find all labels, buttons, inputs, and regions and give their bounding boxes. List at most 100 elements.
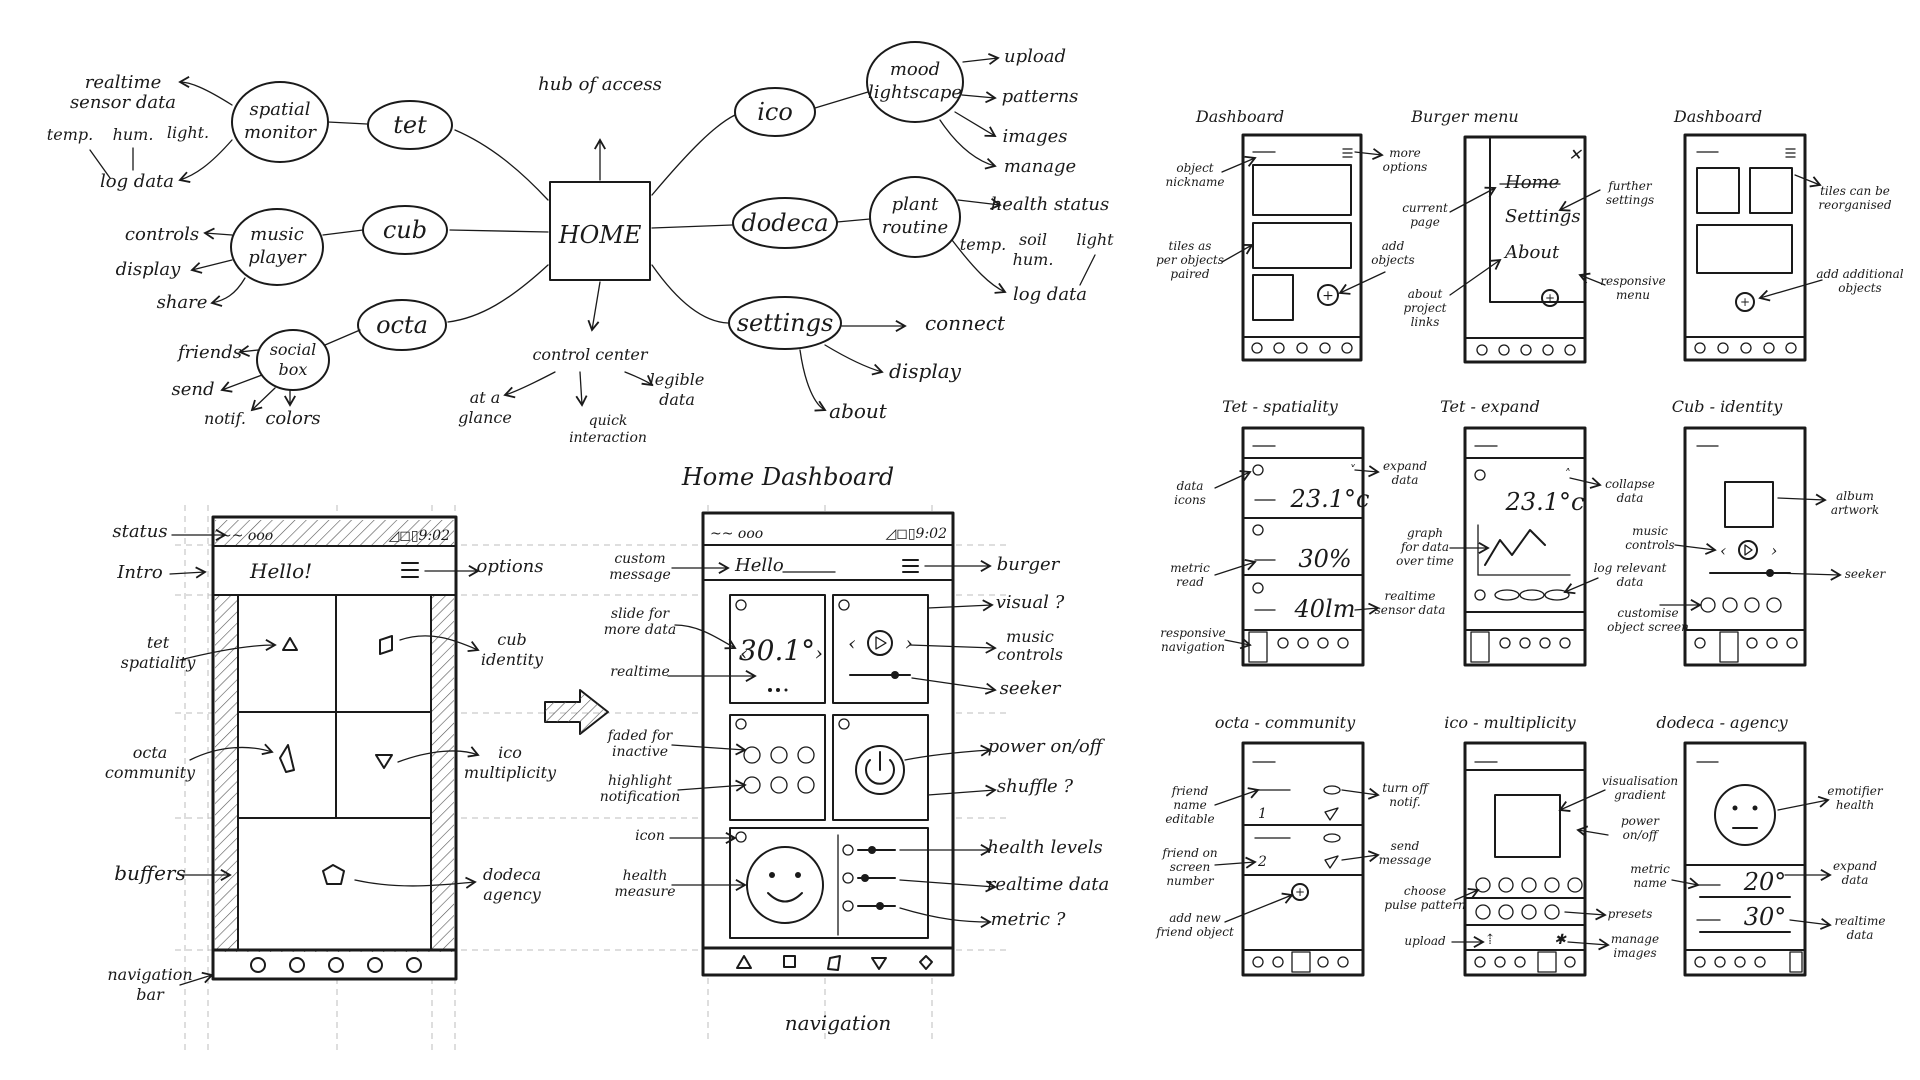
note-music: music [1006,627,1054,646]
leaf-soil: soil [1019,230,1047,249]
menu-item-about[interactable]: About [1503,242,1560,263]
burger-icon[interactable] [902,559,919,573]
leaf-send: send [171,379,214,400]
tile-ico[interactable] [832,714,929,821]
dodeca-value-1: 20° [1743,868,1787,896]
label-dodeca: dodeca [483,865,541,884]
svg-text:send: send [1391,839,1420,853]
menu-item-home[interactable]: Home [1504,172,1559,193]
menu-item-settings[interactable]: Settings [1505,206,1581,227]
nav-octa-icon[interactable] [827,955,841,971]
svg-text:‹[interactable]: ‹ [1720,541,1726,560]
svg-text:nickname: nickname [1166,175,1225,189]
subnode-social [256,329,330,391]
play-button-icon[interactable] [867,630,893,656]
next-icon[interactable]: › [905,631,913,655]
screen-frame [1463,135,1587,364]
tile-cub[interactable] [832,594,929,704]
node-tet-label: tet [393,111,427,139]
nav-cub-icon[interactable] [783,955,796,968]
manage-images-icon[interactable]: ✱ [1554,932,1567,948]
leaf-share: share [157,292,208,313]
nav-dot[interactable] [406,957,422,973]
prev-icon[interactable]: ‹ [848,631,856,655]
node-dodeca [732,197,838,249]
seeker-knob[interactable] [891,671,899,679]
home-greeting: Hello [734,555,784,576]
svg-text:measure: measure [614,884,675,900]
dodeca-icon[interactable] [322,864,345,885]
note-icon: icon [635,828,665,844]
svg-text:+: + [1295,885,1305,899]
leaf-about: about [829,399,888,423]
subnode-mood-label: mood [890,59,940,80]
tile-octa[interactable] [729,714,826,821]
nav-tet-icon[interactable] [736,955,752,969]
svg-text:current: current [1402,201,1448,215]
play-icon[interactable] [1738,540,1758,560]
nav-bar-home [736,955,933,971]
screen-frame [1241,741,1365,977]
screen-frame [1683,741,1807,977]
ico-icon[interactable] [375,754,393,769]
smiley-icon [746,846,824,924]
svg-text:message: message [609,567,671,583]
svg-text:sensor data: sensor data [1375,603,1446,617]
node-dodeca-label: dodeca [741,209,828,237]
leaf-control-center: control center [532,345,648,364]
svg-text:settings: settings [1606,193,1654,207]
leaf-health: health status [991,194,1110,215]
tet-icon[interactable] [282,637,298,651]
svg-text:project: project [1403,301,1446,315]
leaf-colors: colors [265,408,320,429]
screen-tet-spatiality: Tet - spatiality ˅ 23.1°c 30% 40lm data … [1160,397,1446,667]
note-metric: metric ? [991,909,1066,930]
phone-frame-home [701,511,955,977]
leaf-light: light. [167,123,209,142]
nav-ico-icon[interactable] [871,957,887,970]
close-icon[interactable]: ✕ [1568,145,1582,164]
nav-dodeca-icon[interactable] [919,955,933,970]
node-cub-label: cub [383,216,427,244]
upload-icon[interactable]: ⇡ [1484,932,1496,948]
greeting-left: Hello! [249,559,312,583]
tile-dodeca[interactable] [729,827,929,939]
svg-text:responsive: responsive [1600,274,1666,288]
svg-text:page: page [1410,215,1440,229]
leaf-light2: light [1076,230,1114,249]
nav-dot[interactable] [289,957,305,973]
leaf-controls: controls [125,224,199,245]
svg-text:icons: icons [1174,493,1206,507]
label-buffers: buffers [114,861,186,885]
svg-text:album: album [1836,489,1874,503]
note-seeker: seeker [1000,678,1062,699]
nav-dot[interactable] [250,957,266,973]
screen-frame [1463,741,1587,977]
svg-text:more data: more data [604,622,676,638]
screen-title: dodeca - agency [1656,713,1788,732]
svg-text:presets: presets [1608,907,1653,921]
nav-dot[interactable] [367,957,383,973]
svg-text:visualisation: visualisation [1602,774,1678,788]
nav-dot[interactable] [328,957,344,973]
home-status-right: ◿◻▯9:02 [885,526,947,542]
menu-icon[interactable] [401,562,419,578]
add-object-icon[interactable] [1317,284,1339,306]
octa-icon[interactable] [279,744,295,773]
leaf-upload: upload [1004,46,1066,67]
svg-text:object: object [1176,161,1213,175]
svg-text:name: name [1173,798,1206,812]
svg-text:›[interactable]: › [1771,541,1777,560]
svg-text:navigation: navigation [1161,640,1225,654]
screen-octa-community: octa - community 1 2 + friend name edita… [1155,713,1431,977]
cub-icon[interactable] [379,635,393,655]
chevron-left-icon[interactable]: ‹ [740,641,748,665]
svg-text:interaction: interaction [569,430,647,446]
svg-text:agency: agency [483,885,542,904]
power-icon[interactable] [855,745,905,795]
tile-temperature: 30.1° [739,634,815,667]
chevron-right-icon[interactable]: › [815,641,823,665]
subnode-music-label: music [250,224,304,245]
svg-text:menu: menu [1616,288,1650,302]
svg-text:object screen: object screen [1607,620,1689,634]
